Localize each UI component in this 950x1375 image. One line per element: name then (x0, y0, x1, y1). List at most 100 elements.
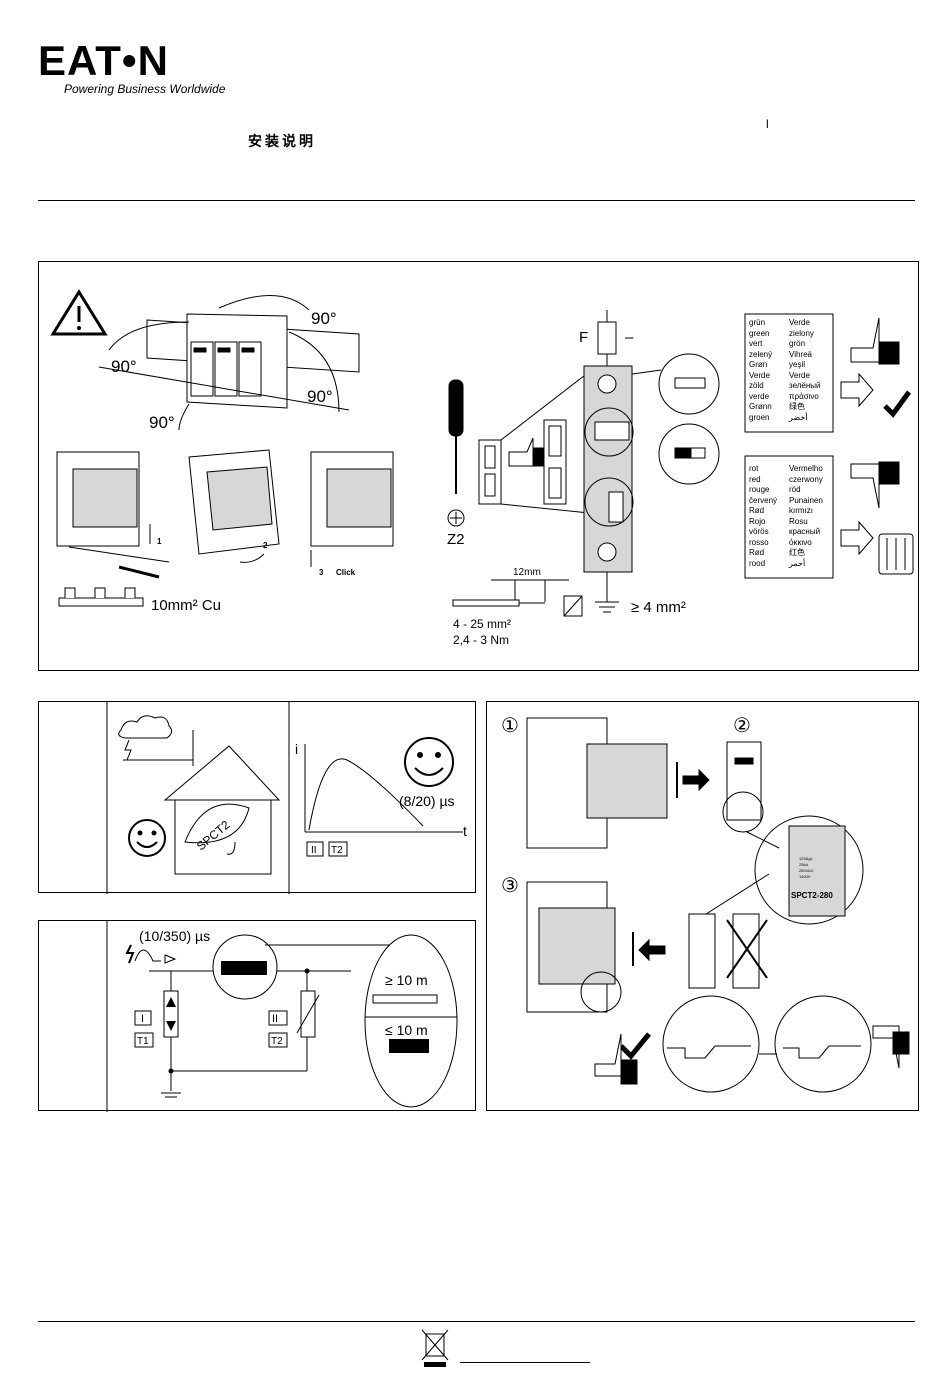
installation-panel: 90° 90° 90° 90° 1 2 3 Click (38, 261, 919, 671)
strip-length: 12mm (513, 567, 541, 578)
thunder-cloud-icon (118, 715, 173, 761)
word: Punainen (789, 495, 823, 505)
word: zöld (749, 381, 764, 390)
brand-tagline: Powering Business Worldwide (64, 82, 226, 96)
distance-le-label: ≤ 10 m (385, 1022, 428, 1038)
header-rule (38, 200, 915, 201)
current-waveform (304, 744, 463, 833)
decoupling-inductor-icon (389, 1039, 429, 1053)
thumbs-up-icon (850, 317, 900, 365)
red-words-box (744, 455, 834, 579)
model-label: SPCT2-280 (791, 891, 833, 900)
word: Grøn (749, 360, 768, 369)
waveform-label: (8/20) µs (399, 793, 455, 809)
checkmark-icon (883, 390, 912, 418)
class-t2-badge: T2 (271, 1036, 283, 1047)
step-2-marker: ② (733, 715, 751, 737)
word: أحمر (789, 558, 806, 568)
angle-right: 90° (307, 387, 333, 406)
word: красный (789, 527, 821, 536)
word: green (749, 328, 770, 338)
green-words-left: grün green vert zelený Grøn Verde zöld v… (749, 318, 791, 423)
lightning-icon (125, 944, 135, 964)
word: Vihreä (789, 349, 812, 359)
word: Grønn (749, 402, 772, 411)
word: verde (749, 391, 770, 401)
word: Rød (749, 548, 765, 557)
green-words-right: Verde zielony grön Vihreä yeşil Verde зе… (789, 318, 833, 423)
spd-class-panel: SPCT2 i t (8/20) µs II T2 (38, 701, 476, 894)
step-3-marker: ③ (501, 875, 519, 897)
word: 绿色 (789, 402, 805, 411)
stray-mark: l (766, 117, 769, 131)
word: Verde (749, 370, 770, 380)
smiley-icon (128, 819, 166, 857)
distance-ge-label: ≥ 10 m (385, 972, 428, 988)
module-insertion (526, 881, 666, 1013)
coordination-drawing: (10/350) µs I T1 II T2 ≥ 10 m ≤ 10 m (106, 921, 458, 1112)
latch-bad-zoom (759, 995, 872, 1093)
wire-strip-diagram (452, 579, 569, 607)
footer-underline (460, 1362, 590, 1363)
angle-left: 90° (111, 357, 137, 376)
word: 红色 (789, 548, 805, 557)
screwdriver-icon (447, 379, 465, 527)
replacement-modules (688, 913, 768, 989)
smiley-icon (404, 737, 454, 787)
red-words-right: Vermelho czerwony röd Punainen kırmızı R… (789, 464, 833, 569)
checkmark-icon (619, 1032, 651, 1060)
long-cable-icon (372, 994, 438, 1004)
thumbs-up-icon (594, 1033, 638, 1085)
step-2-label: 2 (263, 541, 268, 550)
house-icon (123, 730, 281, 875)
rating-line: 25kA (799, 862, 808, 867)
arrow-reject-icon (840, 520, 874, 556)
indicator-zoom-red (658, 423, 720, 485)
step-3-label: 3 (319, 568, 324, 577)
word: groen (749, 412, 770, 422)
word: zelený (749, 349, 773, 359)
step-1-label: 1 (157, 537, 162, 546)
spd-device (583, 310, 634, 573)
cable-inductance-icon (221, 961, 267, 975)
fuse-label: F (579, 329, 588, 346)
word: зелёный (789, 381, 821, 390)
rating-line: 125AgL (799, 856, 814, 861)
din-rail-device (98, 313, 360, 411)
word: vörös (749, 527, 769, 536)
class-t1-badge: T1 (137, 1036, 149, 1047)
class-ii-badge: II (272, 1013, 278, 1025)
word: Verde (789, 318, 810, 327)
module-inspection (702, 741, 864, 925)
mount-step-2 (188, 449, 280, 563)
screwdriver-label: Z2 (447, 531, 465, 548)
word: Rosu (789, 516, 808, 526)
word: červený (749, 495, 778, 505)
word: röd (789, 485, 801, 494)
word: vert (749, 339, 763, 348)
word: rot (749, 464, 759, 473)
coordination-panel: (10/350) µs I T1 II T2 ≥ 10 m ≤ 10 m (38, 920, 476, 1112)
arrow-ok-icon (840, 372, 874, 408)
installation-drawing: 90° 90° 90° 90° 1 2 3 Click (50, 289, 914, 647)
word: kırmızı (789, 506, 813, 515)
angle-bottom: 90° (149, 413, 175, 432)
trash-bin-icon (878, 533, 914, 575)
wire-range: 4 - 25 mm² (453, 617, 511, 631)
red-words-left: rot red rouge červený Rød Rojo vörös ros… (749, 464, 791, 569)
torque-spec: 2,4 - 3 Nm (453, 633, 509, 647)
replacement-panel: ① ② ③ SPCT2-280 125AgL 25kA 280VAC 1400V (486, 701, 919, 1111)
weee-bin-icon (421, 1329, 449, 1367)
earth-icon (563, 572, 619, 617)
word: Vermelho (789, 464, 823, 473)
thumbs-up-icon (508, 437, 544, 467)
eaton-logo: EAT•N (38, 37, 169, 84)
rating-line: 280VAC (799, 868, 814, 873)
word: yeşil (789, 360, 806, 369)
rating-line: 1400V (799, 874, 811, 879)
latch-ok-zoom (662, 995, 760, 1093)
word: rood (749, 558, 766, 568)
word: rosso (749, 537, 769, 547)
busbar-spec: 10mm² Cu (151, 597, 221, 614)
impulse-wave-label: (10/350) µs (139, 928, 210, 944)
